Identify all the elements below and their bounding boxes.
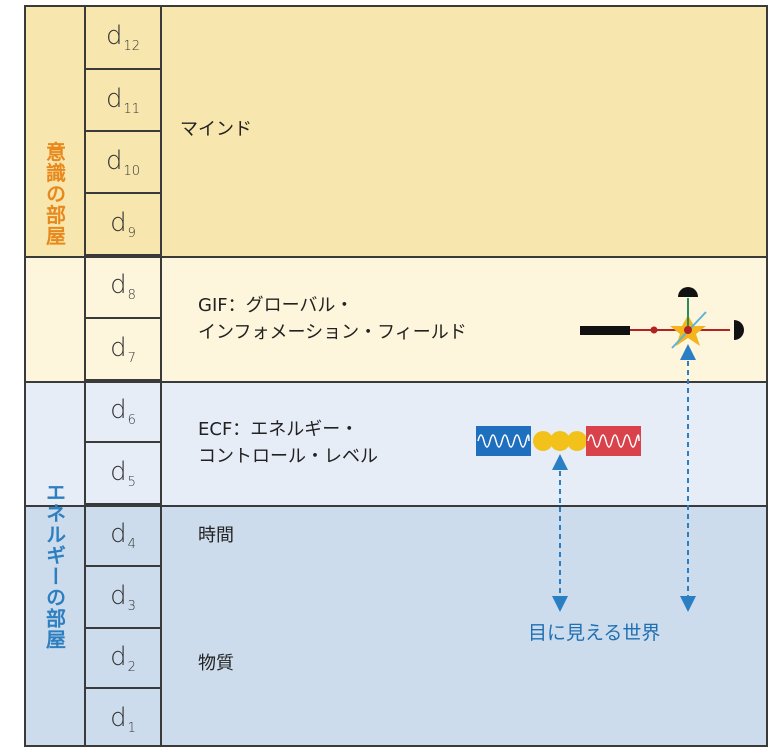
dimension-cell-d5: d5	[86, 443, 160, 505]
dimension-label: d8	[110, 270, 136, 303]
dimension-cell-d10: d10	[86, 132, 160, 194]
energy-room-column: エネルギーの部屋	[26, 381, 86, 745]
dimension-cell-d2: d2	[86, 629, 160, 689]
visible-world-label: 目に見える世界	[528, 622, 661, 644]
time-label: 時間	[198, 525, 234, 546]
dimension-cell-d11: d11	[86, 70, 160, 132]
dimension-label: d10	[105, 145, 141, 179]
dimension-cell-d7: d7	[86, 319, 160, 381]
energy-room-label: エネルギーの部屋	[42, 482, 67, 650]
dimension-label: d11	[105, 83, 141, 117]
dimension-cell-d6: d6	[86, 381, 160, 443]
ecf-label-line1: ECF：エネルギー・	[198, 419, 359, 440]
consciousness-room-column: 意識の部屋	[26, 7, 86, 381]
gif-label-line1: GIF：グローバル・	[198, 295, 354, 316]
gif-apparatus-icon	[580, 287, 744, 349]
ecf-wave-icon	[476, 426, 641, 456]
dimension-cell-d9: d9	[86, 194, 160, 256]
matter-band	[26, 505, 766, 745]
ecf-band	[26, 381, 766, 507]
dimension-cell-d4: d4	[86, 505, 160, 567]
dimension-label: d3	[110, 580, 136, 614]
dimension-label: d1	[110, 702, 136, 736]
mind-label: マインド	[180, 119, 252, 140]
dimension-label: d9	[110, 207, 136, 241]
gif-label-line2: インフォメーション・フィールド	[198, 322, 467, 343]
matter-label: 物質	[198, 653, 234, 674]
dimension-cell-d8: d8	[86, 256, 160, 319]
gif-band	[26, 256, 766, 383]
dimension-label: d2	[110, 641, 136, 675]
dimension-label: d7	[110, 332, 136, 366]
dimension-label: d5	[110, 456, 136, 490]
diagram-frame: 意識の部屋 エネルギーの部屋 d12 d11 d10 d9 d8 d7 d6 d…	[24, 5, 768, 747]
dimension-label: d12	[105, 21, 141, 54]
dimension-cell-d3: d3	[86, 567, 160, 629]
ecf-label-line2: コントロール・レベル	[198, 446, 378, 467]
consciousness-room-label: 意識の部屋	[42, 141, 67, 247]
dimension-column: d12 d11 d10 d9 d8 d7 d6 d5 d4 d3 d2	[86, 7, 162, 745]
dimension-label: d6	[110, 394, 136, 428]
dimension-cell-d1: d1	[86, 689, 160, 745]
dimension-label: d4	[110, 518, 136, 552]
dimension-cell-d12: d12	[86, 7, 160, 70]
